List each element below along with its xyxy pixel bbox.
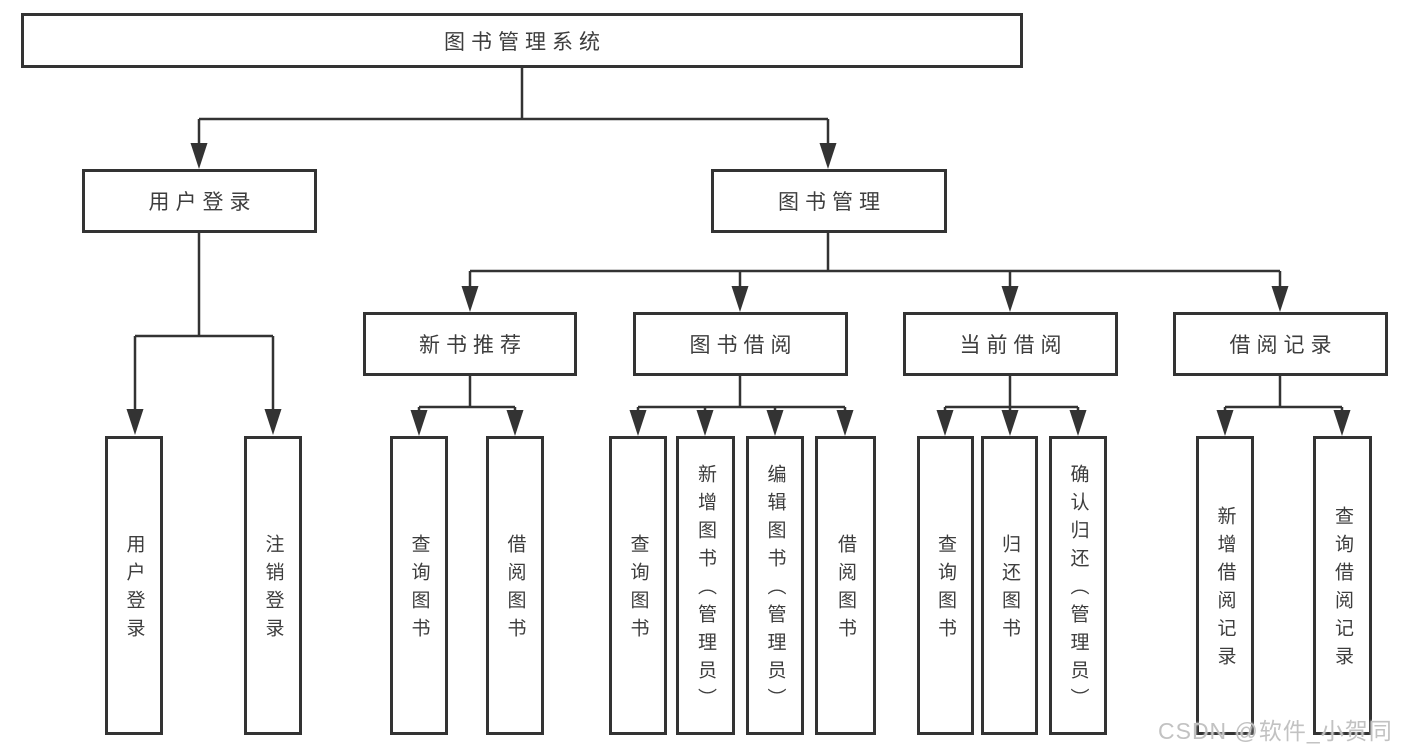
connector-root-to-level2 [197,68,830,145]
leaf-borrow-books: 借阅图书 [815,436,876,735]
leaf-return-books: 归还图书 [981,436,1038,735]
leaf-current-query-books: 查询图书 [917,436,974,735]
arrowhead [264,409,282,435]
node-new-book-recommend: 新书推荐 [363,312,577,376]
arrowhead [1001,410,1019,436]
arrowhead [190,143,208,169]
arrowhead [1001,286,1019,312]
leaf-recommend-query-books: 查询图书 [390,436,448,735]
node-book-borrow: 图书借阅 [633,312,848,376]
node-user-login: 用户登录 [82,169,317,233]
arrowhead [819,143,837,169]
arrowhead [410,410,428,436]
arrowhead [1069,410,1087,436]
leaf-add-books-admin: 新增图书（管理员） [676,436,735,735]
arrowhead [506,410,524,436]
connector-book-management-branch [468,233,1282,288]
arrowhead [696,410,714,436]
leaf-recommend-borrow-books: 借阅图书 [486,436,544,735]
leaf-logout: 注销登录 [244,436,302,735]
connector-borrow-record-branch [1223,376,1344,412]
node-borrow-record: 借阅记录 [1173,312,1388,376]
arrowhead [836,410,854,436]
leaf-add-borrow-record: 新增借阅记录 [1196,436,1254,735]
arrowhead [936,410,954,436]
leaf-query-borrow-record: 查询借阅记录 [1313,436,1372,735]
arrowheads [126,143,1351,436]
connector-book-borrow-branch [636,376,847,412]
arrowhead [1333,410,1351,436]
leaf-confirm-return-admin: 确认归还（管理员） [1049,436,1107,735]
connector-new-book-branch [417,376,517,412]
leaf-user-login: 用户登录 [105,436,163,735]
node-book-management: 图书管理 [711,169,947,233]
connector-current-borrow-branch [943,376,1080,412]
arrowhead [731,286,749,312]
arrowhead [1216,410,1234,436]
csdn-watermark: CSDN @软件_小贺同学 [1158,718,1393,744]
leaf-borrow-query-books: 查询图书 [609,436,667,735]
leaf-edit-books-admin: 编辑图书（管理员） [746,436,804,735]
arrowhead [461,286,479,312]
node-book-management-system: 图书管理系统 [21,13,1023,68]
connector-user-login-branch [133,233,275,411]
node-current-borrow: 当前借阅 [903,312,1118,376]
arrowhead [126,409,144,435]
arrowhead [629,410,647,436]
arrowhead [1271,286,1289,312]
arrowhead [766,410,784,436]
